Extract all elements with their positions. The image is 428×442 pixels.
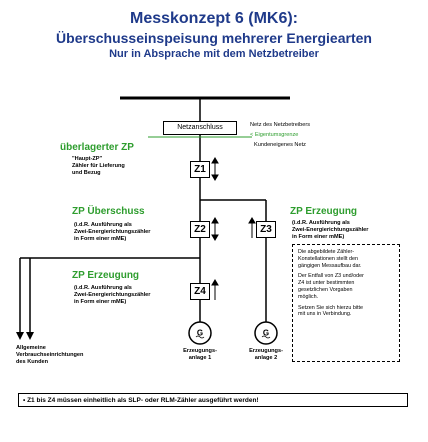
overlay-zp-subtitle: "Haupt-ZP": [72, 156, 103, 162]
generator-2-label-line1: Erzeugungs-: [249, 348, 283, 354]
note-p2-line4: möglich.: [298, 293, 319, 300]
z2-direction-arrows: [211, 217, 219, 241]
generator-1-icon: [188, 321, 212, 345]
generator-2-symbol: G: [263, 329, 269, 338]
consumer-label-line1: Allgemeine: [16, 345, 46, 351]
page-title: Messkonzept 6 (MK6):: [129, 10, 299, 27]
page-note: Nur in Absprache mit dem Netzbetreiber: [109, 48, 319, 60]
generator-1-symbol: G: [197, 329, 203, 338]
note-p2-line3: gesetzlichen Vorgaben: [298, 286, 353, 293]
generator-1-label-line2: anlage 1: [188, 355, 212, 361]
note-p2-line1: Der Entfall von Z3 und/oder: [298, 273, 364, 280]
page-subtitle: Überschusseinspeisung mehrerer Energiear…: [56, 30, 372, 46]
generation-zp-right-desc3: in Form einer mME): [292, 234, 345, 240]
generation-zp-left-title: ZP Erzeugung: [72, 270, 140, 281]
generator-2-label: Erzeugungs- anlage 2: [246, 348, 286, 362]
consumer-label: Allgemeine Verbrauchseinrichtungen des K…: [16, 345, 83, 366]
surplus-zp-desc3: in Form einer mME): [74, 236, 127, 242]
generation-zp-right-desc2: Zwei-Energierichtungszähler: [292, 227, 369, 233]
meter-z1: Z1: [190, 161, 210, 178]
info-note-box: Die abgebildete Zähler- Konstellationen …: [292, 244, 400, 362]
footer-note: • Z1 bis Z4 müssen einheitlich als SLP- …: [18, 393, 408, 407]
consumer-label-line3: des Kunden: [16, 359, 49, 365]
grid-connection-box: Netzanschluss: [163, 121, 237, 135]
generation-zp-right-desc1: (i.d.R. Ausführung als: [292, 220, 350, 226]
note-p3-line1: Setzen Sie sich hierzu bitte: [298, 304, 364, 311]
consumer-arrow-1: [16, 332, 24, 340]
generation-zp-right-title: ZP Erzeugung: [290, 206, 358, 217]
property-boundary-label: < Eigentumsgrenze: [250, 132, 299, 138]
overlay-zp-title: überlagerter ZP: [60, 142, 134, 153]
meter-z3: Z3: [256, 221, 276, 238]
note-p2-line2: Z4 ist unter bestimmten: [298, 280, 355, 287]
note-p1-line3: gängigen Messaufbau dar.: [298, 262, 362, 269]
surplus-zp-desc2: Zwei-Energierichtungszähler: [74, 229, 151, 235]
overlay-zp-desc2: und Bezug: [72, 170, 101, 176]
generator-1-label: Erzeugungs- anlage 1: [180, 348, 220, 362]
generation-zp-left-desc2: Zwei-Energierichtungszähler: [74, 292, 151, 298]
generation-zp-left-desc1: (i.d.R. Ausführung als: [74, 285, 132, 291]
surplus-zp-title: ZP Überschuss: [72, 206, 145, 217]
customer-network-label: Kundeneigenes Netz: [254, 142, 306, 148]
overlay-zp-desc1: Zähler für Lieferung: [72, 163, 125, 169]
z1-direction-arrows: [211, 157, 219, 181]
generator-2-icon: [254, 321, 278, 345]
generator-1-label-line1: Erzeugungs-: [183, 348, 217, 354]
z4-direction-arrow: [211, 279, 219, 300]
surplus-zp-desc1: (i.d.R. Ausführung als: [74, 222, 132, 228]
network-operator-label: Netz des Netzbetreibers: [250, 122, 311, 128]
note-p3-line2: mit uns in Verbindung.: [298, 311, 352, 318]
meter-z4: Z4: [190, 283, 210, 300]
generator-2-wave: [261, 335, 271, 339]
generation-zp-left-desc3: in Form einer mME): [74, 299, 127, 305]
generator-2-label-line2: anlage 2: [254, 355, 278, 361]
consumer-arrow-2: [26, 332, 34, 340]
meter-z2: Z2: [190, 221, 210, 238]
consumer-label-line2: Verbrauchseinrichtungen: [16, 352, 84, 358]
z3-direction-arrow: [248, 217, 256, 238]
note-p1-line2: Konstellationen stellt den: [298, 255, 358, 262]
note-p1-line1: Die abgebildete Zähler-: [298, 249, 355, 255]
generator-1-wave: [195, 335, 205, 339]
